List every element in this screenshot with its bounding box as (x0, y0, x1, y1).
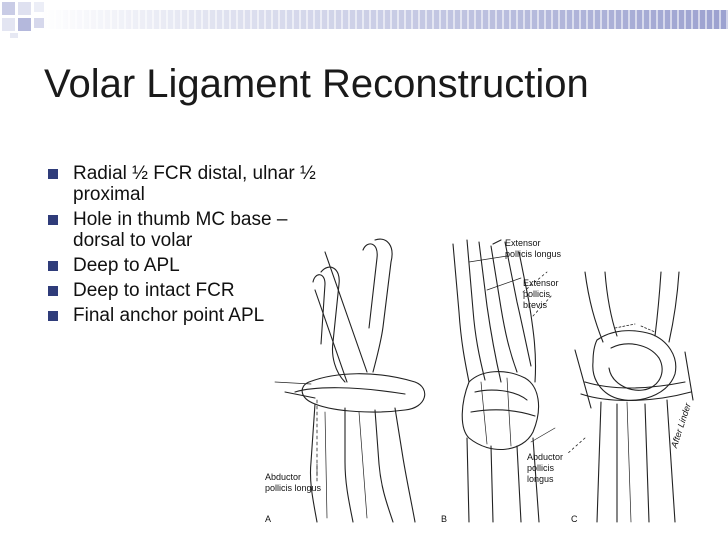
leader-line (468, 255, 508, 263)
bullet-list: Radial ½ FCR distal, ulnar ½ proximal Ho… (48, 163, 328, 330)
bullet-square-icon (48, 286, 58, 296)
banner-square (2, 18, 15, 31)
slide-title: Volar Ligament Reconstruction (44, 62, 589, 106)
label-extensor-pollicis-longus: Extensor pollicis longus (505, 238, 562, 259)
banner-square (18, 18, 31, 31)
bullet-square-icon (48, 311, 58, 321)
bullet-text: Hole in thumb MC base – dorsal to volar (73, 209, 288, 251)
banner-square (18, 2, 31, 15)
panel-c-drawing (566, 271, 694, 523)
bullet-text: Deep to intact FCR (73, 280, 235, 301)
banner-square (34, 2, 44, 12)
bullet-item: Final anchor point APL (48, 305, 328, 326)
label-extensor-pollicis-brevis: Extensor pollicis brevis (523, 278, 559, 310)
panel-b-drawing (452, 239, 554, 523)
panel-label-c: C (571, 514, 578, 524)
bullet-square-icon (48, 261, 58, 271)
header-banner (0, 0, 728, 38)
leader-line (530, 427, 556, 443)
bullet-text: Radial ½ FCR distal, ulnar ½ proximal (73, 163, 316, 205)
bullet-item: Radial ½ FCR distal, ulnar ½ proximal (48, 163, 328, 205)
bullet-item: Deep to intact FCR (48, 280, 328, 301)
label-abductor-pollicis-longus-a: Abductor pollicis longus (265, 472, 322, 493)
hand-drawing (274, 238, 694, 523)
panel-label-b: B (441, 514, 448, 524)
bullet-square-icon (48, 169, 58, 179)
panel-a-drawing (274, 238, 426, 523)
anatomy-illustration: Extensor pollicis longus Extensor pollic… (255, 232, 717, 532)
panel-label-a: A (265, 514, 272, 524)
banner-square (2, 2, 15, 15)
leader-line (486, 277, 522, 291)
bullet-text: Final anchor point APL (73, 305, 265, 326)
banner-square (10, 33, 18, 38)
banner-stripes (40, 10, 728, 29)
bullet-text: Deep to APL (73, 255, 180, 276)
bullet-item: Hole in thumb MC base – dorsal to volar (48, 209, 328, 251)
label-abductor-pollicis-longus-c: Abductor pollicis longus (527, 452, 564, 484)
banner-square (34, 18, 44, 28)
bullet-square-icon (48, 215, 58, 225)
bullet-item: Deep to APL (48, 255, 328, 276)
